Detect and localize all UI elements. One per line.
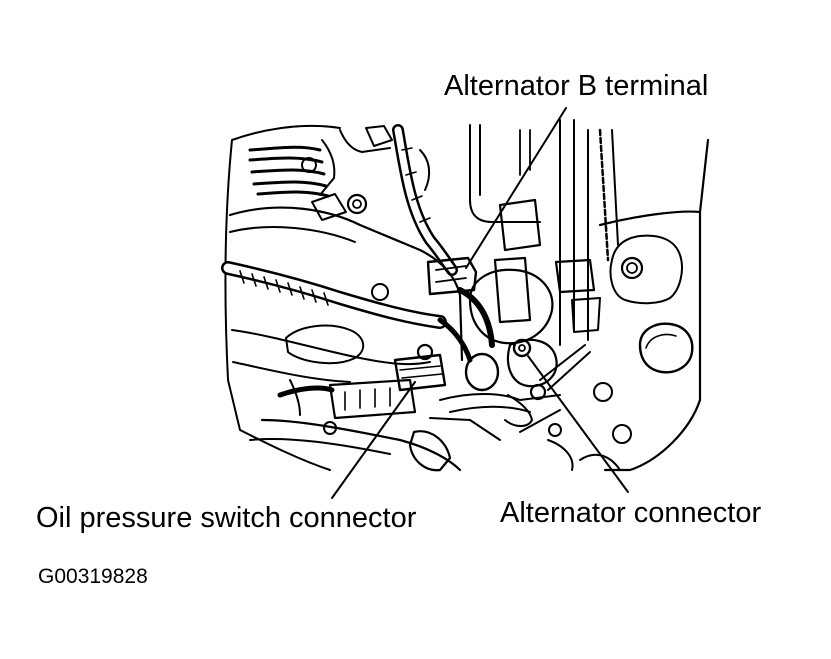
alternator-b-terminal-label: Alternator B terminal [444,70,709,102]
main-harness [392,124,458,276]
leader-b-terminal [465,107,567,269]
b-terminal-connector [426,256,478,296]
wiring-bundle [248,145,330,198]
leader-oil-pressure [331,381,416,499]
bracket-bolt-upper [620,256,644,280]
figure-id: G00319828 [38,565,148,588]
oil-pressure-switch-connector-label: Oil pressure switch connector [36,502,417,534]
lower-subframe [260,418,462,472]
drawing-outline [224,124,341,471]
oil-pressure-switch [393,353,447,392]
connector-bolt [512,338,532,358]
leader-alternator-connector [527,355,629,493]
engine-bracket [598,138,710,472]
alternator-connector-label: Alternator connector [500,497,762,529]
bracket-boss [638,322,694,374]
pulley [464,352,500,392]
